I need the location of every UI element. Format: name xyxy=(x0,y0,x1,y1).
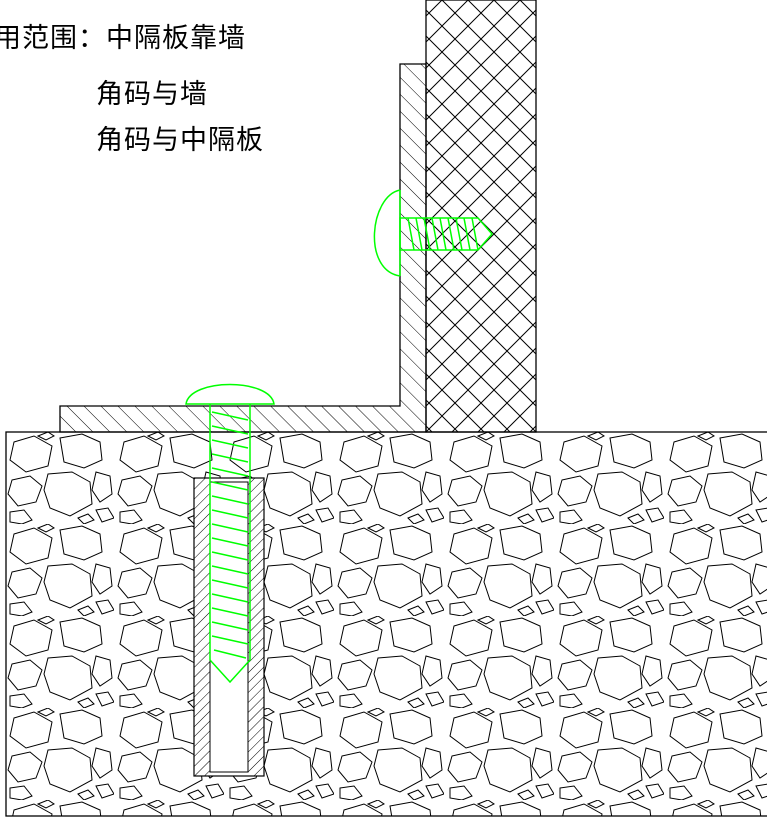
board-screw xyxy=(185,383,275,684)
wall-screw xyxy=(373,189,493,277)
wall-panel xyxy=(425,0,537,433)
scope-note-line-3: 角码与中隔板 xyxy=(96,125,264,156)
divider-board xyxy=(5,431,767,817)
scope-note-line-2: 角码与墙 xyxy=(96,79,208,110)
scope-note-line-1: 用范围：中隔板靠墙 xyxy=(0,23,246,54)
dowel-sleeve xyxy=(193,477,265,777)
